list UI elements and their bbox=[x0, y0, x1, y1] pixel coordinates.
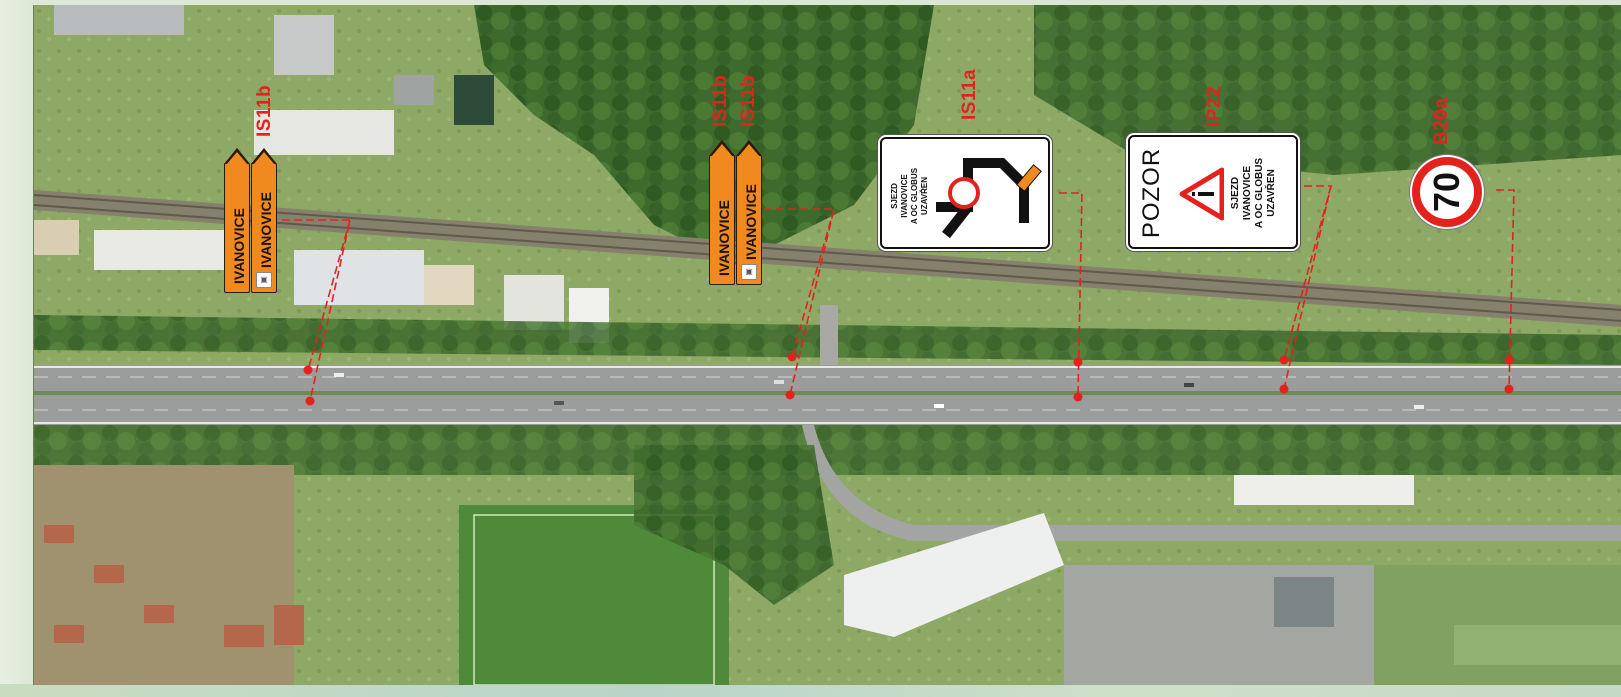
aerial-photo[interactable]: IS11b IS11b IS11b IS11a IP22 B20a IVANOV… bbox=[33, 5, 1621, 685]
warning-triangle-icon bbox=[1179, 167, 1224, 221]
background-map-strip bbox=[0, 684, 1621, 697]
sign-location-dots bbox=[303, 352, 1514, 406]
direction-signpost[interactable]: ▣ IVANOVICE bbox=[250, 148, 277, 293]
shopping-icon: ▣ bbox=[256, 272, 272, 288]
warning-sign-ip22[interactable]: POZOR SJEZD IVANOVICE A OC GLOBUS UZAVŘE… bbox=[1128, 135, 1298, 249]
direction-signpost[interactable]: IVANOVICE bbox=[708, 140, 735, 285]
shopping-icon: ▣ bbox=[741, 264, 757, 280]
detour-diagram-icon bbox=[936, 158, 1042, 239]
signpost-arrow-tip bbox=[738, 144, 760, 157]
signpost-arrow-tip bbox=[226, 152, 248, 165]
leader-lines bbox=[282, 185, 1515, 406]
direction-signpost[interactable]: ▣ IVANOVICE bbox=[735, 140, 762, 285]
signpost-arrow-tip bbox=[711, 144, 733, 157]
signpost-arrow-tip bbox=[253, 152, 275, 165]
aerial-terrain bbox=[34, 5, 1621, 685]
detour-sign-is11a[interactable]: SJEZD IVANOVICE A OC GLOBUS UZAVŘEN bbox=[880, 137, 1050, 249]
direction-signpost[interactable]: IVANOVICE bbox=[223, 148, 250, 293]
speed-limit-sign-b20a[interactable]: 70 bbox=[1412, 157, 1482, 227]
